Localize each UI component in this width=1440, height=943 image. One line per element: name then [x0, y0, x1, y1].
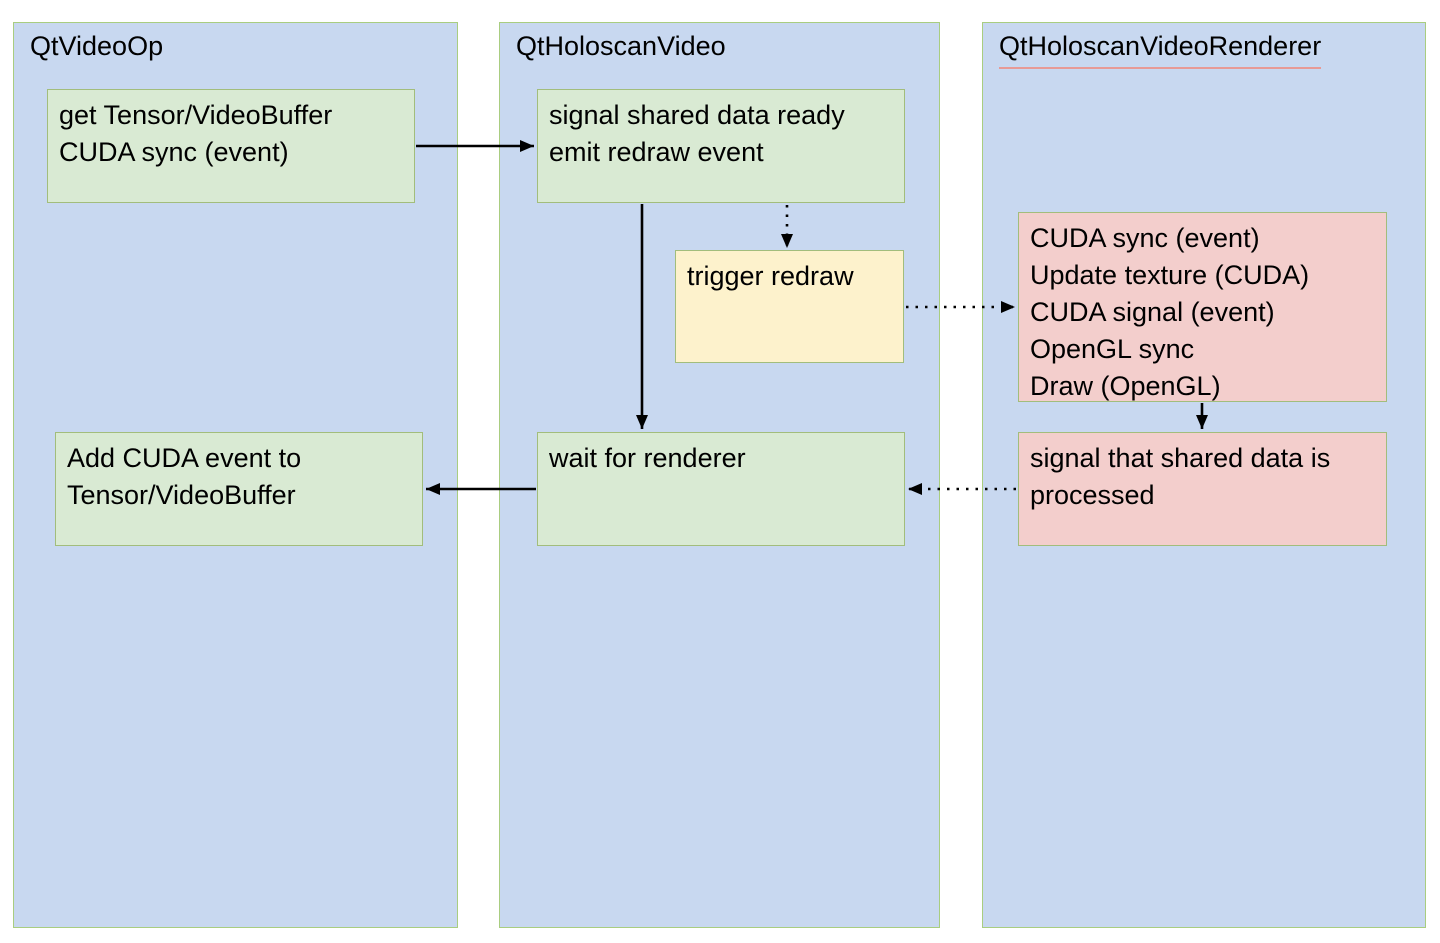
node-render-steps: CUDA sync (event) Update texture (CUDA) …: [1018, 212, 1387, 402]
node-get-tensor: get Tensor/VideoBuffer CUDA sync (event): [47, 89, 415, 203]
node-wait-for-renderer: wait for renderer: [537, 432, 905, 546]
lane-title-qtholoscanvideorenderer: QtHoloscanVideoRenderer: [999, 30, 1322, 69]
misspell-underline: QtHoloscanVideoRenderer: [999, 30, 1322, 69]
node-add-cuda-event: Add CUDA event to Tensor/VideoBuffer: [55, 432, 423, 546]
node-signal-processed: signal that shared data is processed: [1018, 432, 1387, 546]
lane-title-qtvideoop: QtVideoOp: [30, 31, 164, 61]
node-signal-shared-data: signal shared data ready emit redraw eve…: [537, 89, 905, 203]
lane-title-qtholoscanvideo: QtHoloscanVideo: [516, 31, 726, 61]
node-trigger-redraw: trigger redraw: [675, 250, 904, 363]
